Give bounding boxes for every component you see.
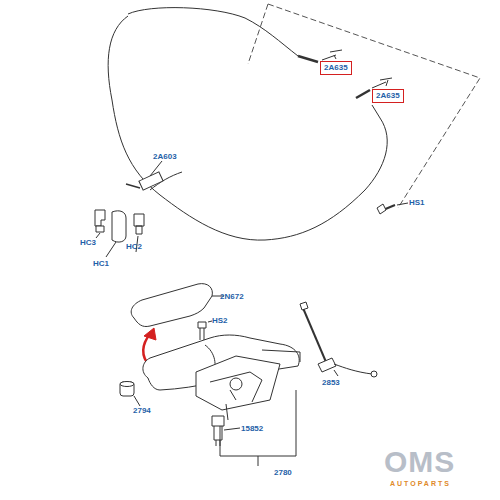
- callout-box: 2A635: [372, 89, 404, 103]
- callout-number: 2A635: [324, 64, 348, 72]
- callout-number: 2A603: [153, 153, 177, 161]
- callout-number: 15852: [241, 425, 263, 433]
- watermark: AUTOPARTS: [390, 480, 451, 487]
- callout-number: 2A635: [376, 92, 400, 100]
- callout-number: HS2: [212, 317, 228, 325]
- callout-number: 2780: [274, 469, 292, 477]
- callout-number: HC3: [80, 239, 96, 247]
- callout-number: HC2: [126, 243, 142, 251]
- callout-number: 2N672: [220, 293, 244, 301]
- callout-number: HC1: [93, 260, 109, 268]
- callout-number: 2794: [133, 407, 151, 415]
- callout-number: HS1: [409, 199, 425, 207]
- watermark: OMS: [384, 447, 455, 477]
- callout-number: 2853: [322, 379, 340, 387]
- callout-box: 2A635: [320, 61, 352, 75]
